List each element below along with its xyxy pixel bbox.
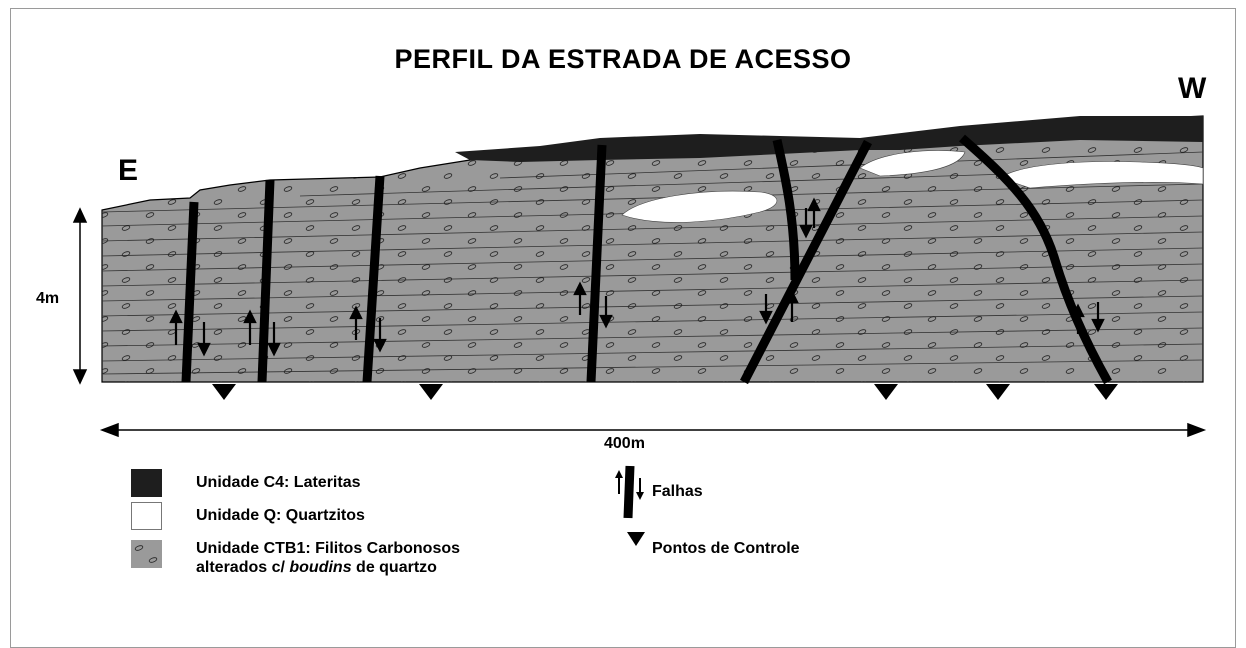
control-point-legend-symbol [627,532,645,546]
fault-legend-symbol [615,465,644,519]
control-point [419,384,443,400]
control-points [212,384,1118,400]
q-swatch [131,502,162,530]
ctb1-line2-italic: boudins [289,559,352,576]
ctb1-legend-label: Unidade CTB1: Filitos Carbonosos alterad… [196,539,460,577]
faults-legend-label: Falhas [652,483,703,500]
control-point [986,384,1010,400]
quartzite-unit [621,150,1204,223]
control-point [212,384,236,400]
q-legend-label: Unidade Q: Quartzitos [196,507,365,524]
ctb1-line2-post: de quartzo [351,559,437,576]
height-scale-arrow [72,207,88,385]
control-point [1094,384,1118,400]
ctb1-swatch-pattern [131,540,162,568]
laterite-unit [455,116,1203,162]
fault-arrows [169,197,1105,357]
cross-section [72,115,1207,568]
ctb1-legend-line2: alterados c/ boudins de quartzo [196,558,460,577]
figure-title: PERFIL DA ESTRADA DE ACESSO [394,44,852,74]
control-points-legend-label: Pontos de Controle [652,540,800,557]
ctb1-legend-line1: Unidade CTB1: Filitos Carbonosos [196,540,461,557]
control-point [874,384,898,400]
c4-swatch [131,469,162,497]
west-label: W [1178,72,1207,105]
height-scale-label: 4m [36,290,60,307]
width-scale-label: 400m [604,435,645,452]
faults [181,134,1112,385]
east-label: E [118,154,139,187]
c4-legend-label: Unidade C4: Lateritas [196,474,361,491]
ctb1-line2-pre: alterados c/ [196,559,290,576]
phyllite-unit [101,115,1204,383]
width-scale-arrow [99,422,1207,438]
